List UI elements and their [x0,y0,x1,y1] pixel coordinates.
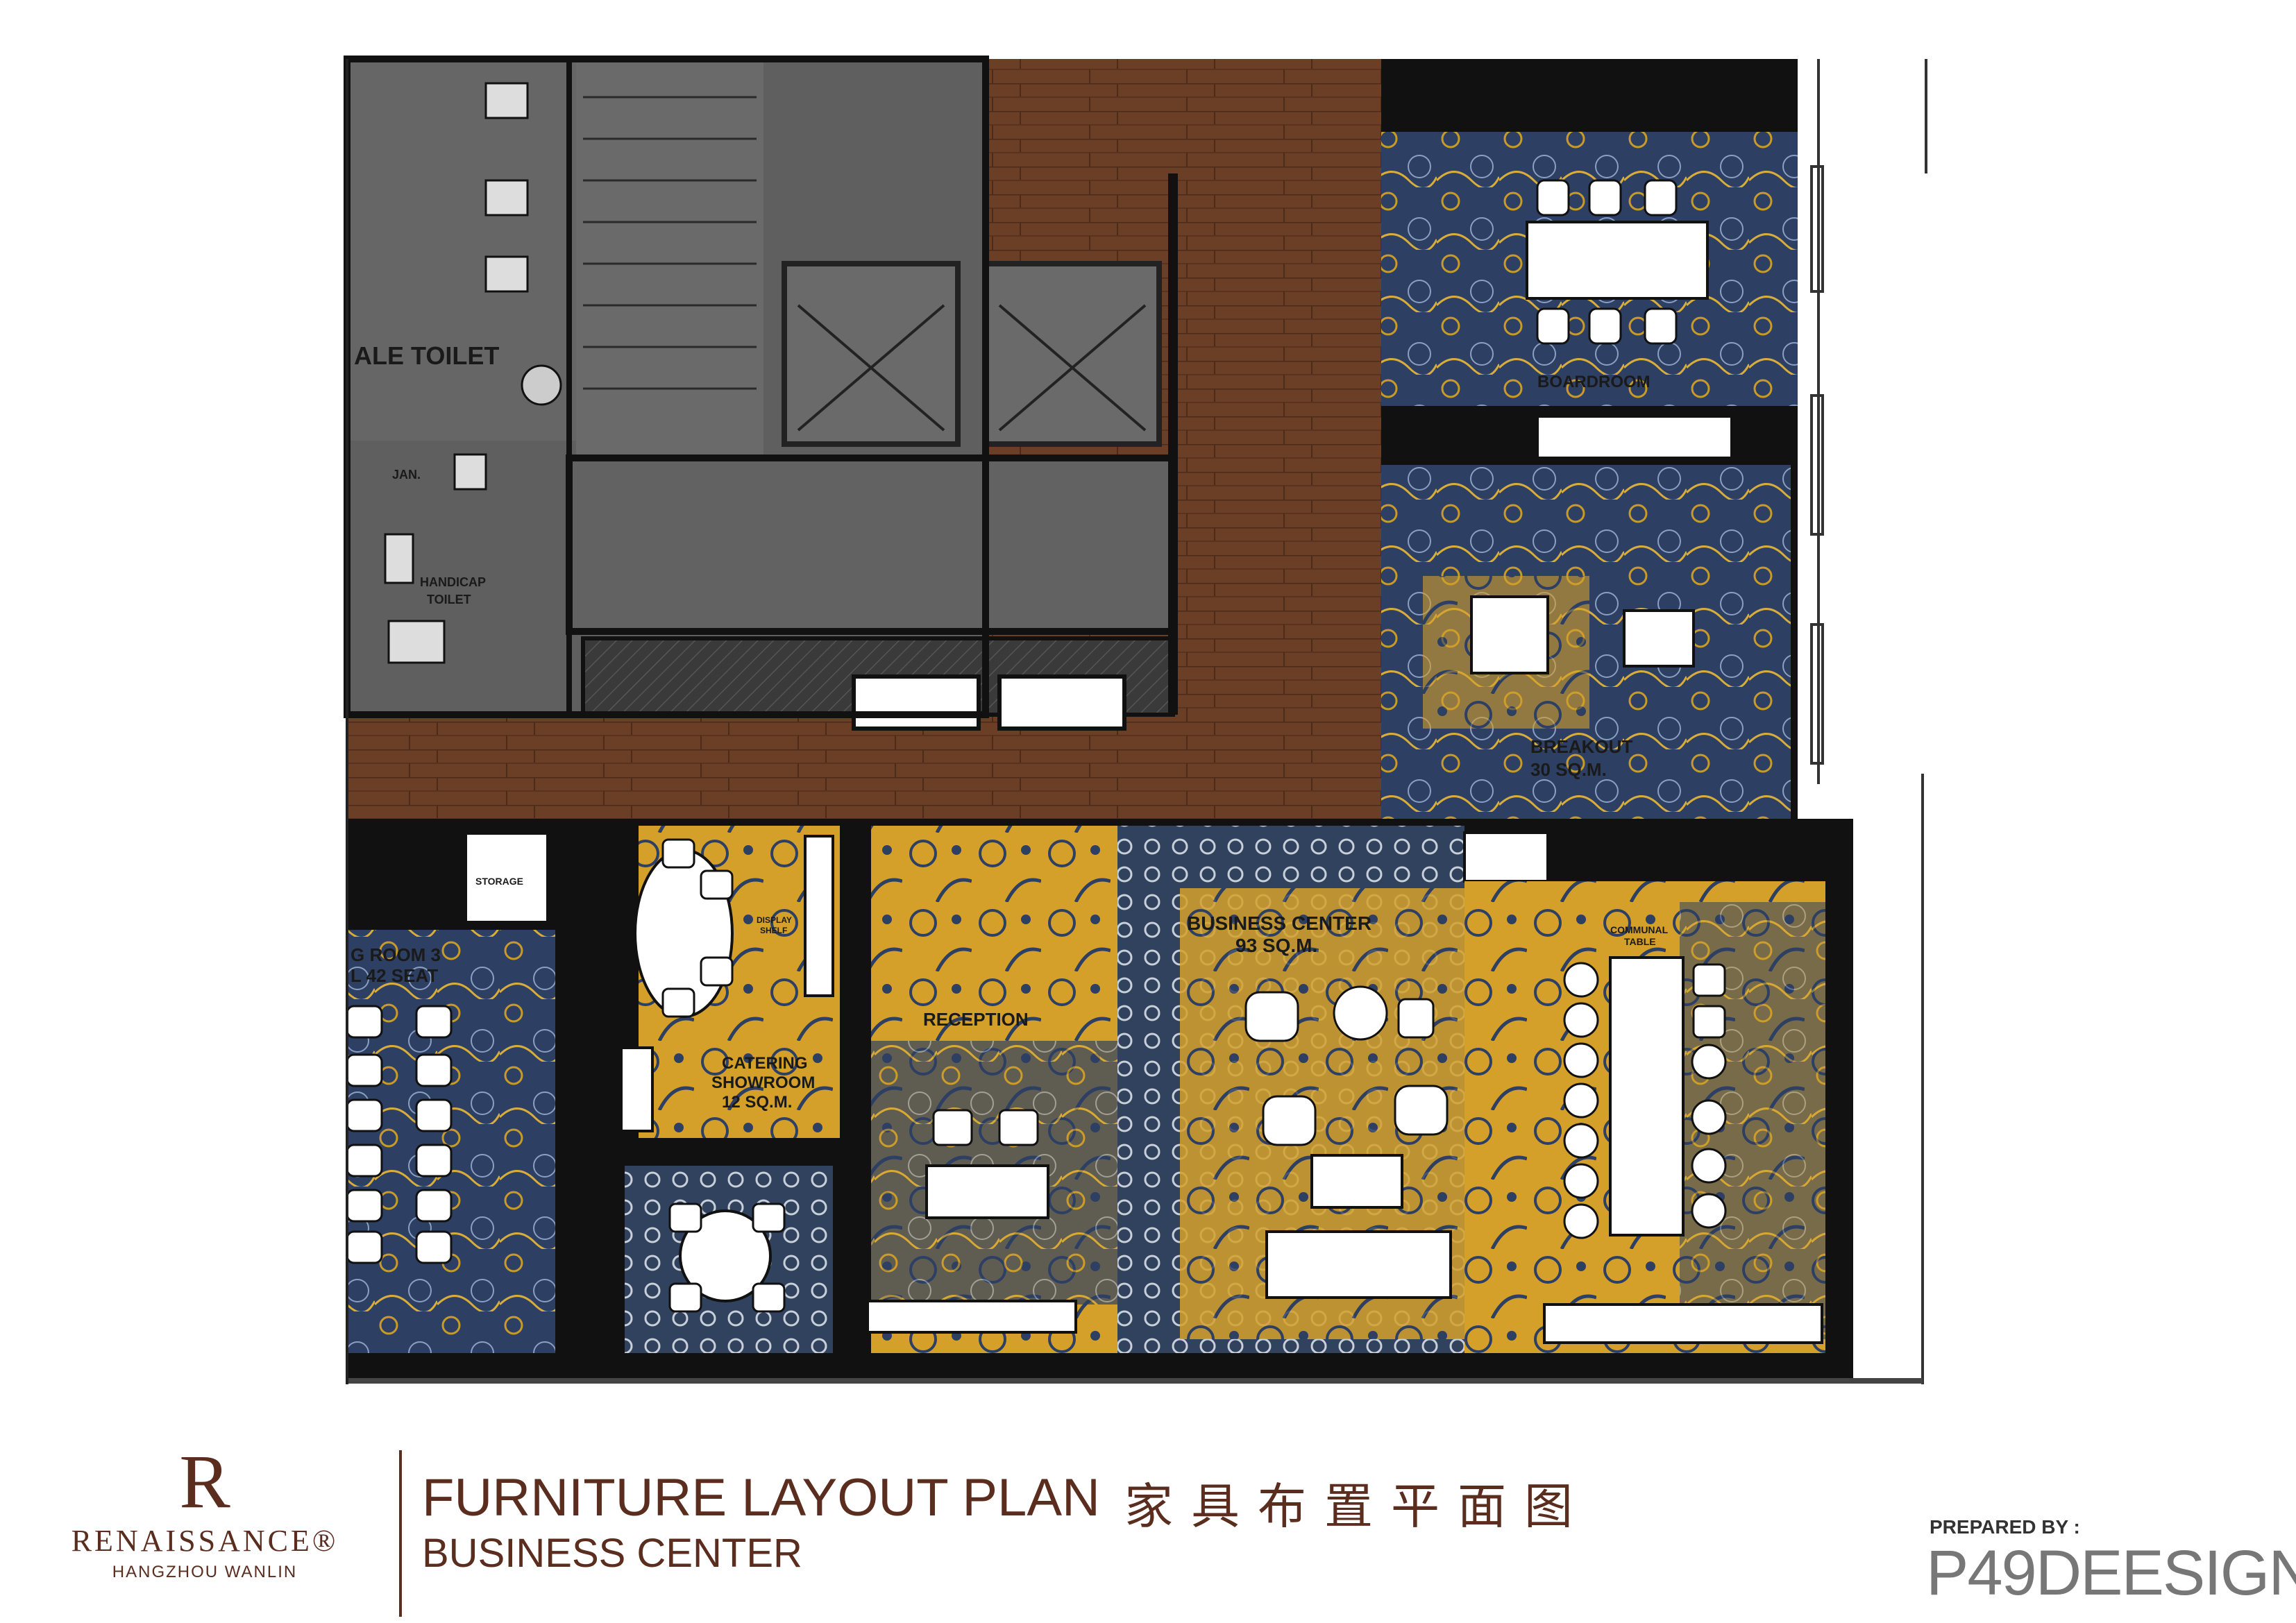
meeting-seats: L 42 SEAT [351,965,438,986]
logo-subtitle: HANGZHOU WANLIN [112,1563,298,1581]
catering-label: CATERING [722,1054,808,1073]
communal-table [1609,956,1685,1237]
display-shelf-label: DISPLAY [757,915,792,925]
small-round-table [679,1209,772,1302]
drawing-title: FURNITURE LAYOUT PLAN [422,1468,1100,1527]
wood-corridor-horizontal [347,715,1388,819]
title-divider [399,1450,402,1617]
handicap-label-2: TOILET [427,593,471,606]
facade-right [1825,874,1853,1360]
toilet-block [384,82,562,664]
communal-cabinet [1543,1303,1823,1344]
boardroom-chairs [1536,179,1678,345]
communal-stools-right [1691,963,1727,1229]
lounge-chairs [1244,985,1449,1146]
meeting-label: G ROOM 3 [351,944,441,965]
designer-brand: P49DEESIGN [1926,1538,2296,1608]
boardroom-cabinet [1536,415,1733,459]
communal-label-2: TABLE [1624,936,1656,947]
storage-room [463,831,550,925]
catering-display-shelf [804,835,834,997]
communal-label: COMMUNAL [1610,924,1669,935]
service-core [344,56,1178,731]
janitor-label: JAN. [392,468,421,482]
window-mullions [1810,59,1927,784]
boardroom-label: BOARDROOM [1537,373,1651,391]
drawing-title-cn: 家具布置平面图 [1124,1478,1591,1535]
toilet-label: ALE TOILET [354,341,499,370]
small-round-chairs [668,1203,786,1313]
breakout-table [1470,595,1549,674]
boardroom-table [1526,221,1709,300]
catering-label-2: SHOWROOM [711,1073,815,1092]
storage-label: STORAGE [475,876,523,887]
reception-chairs [932,1109,1039,1146]
catering-chairs [661,838,734,1018]
communal-stools-left [1563,962,1599,1239]
brand-logo: R RENAISSANCE® HANGZHOU WANLIN [38,1440,371,1582]
meeting-chairs [346,1005,453,1264]
reception-label: RECEPTION [923,1009,1029,1030]
breakout-bench [1623,609,1695,668]
meeting-room-carpet [347,930,555,1353]
reception-desk [925,1164,1049,1219]
prepared-by-label: PREPARED BY : [1930,1516,2080,1538]
handicap-label: HANDICAP [420,575,486,589]
catering-area: 12 SQ.M. [722,1093,792,1112]
catering-shelf-2 [620,1046,654,1132]
business-center-sofa [1265,1230,1452,1299]
drawing-subtitle: BUSINESS CENTER [422,1531,802,1576]
breakout-label: BREAKOUT [1530,736,1632,757]
reception-bench [866,1300,1077,1334]
display-shelf-label-2: SHELF [760,926,787,935]
logo-mark: R [179,1439,230,1524]
breakout-area: 30 SQ.M. [1530,759,1607,780]
logo-name: RENAISSANCE® [71,1524,339,1558]
business-center-label: BUSINESS CENTER [1187,912,1371,934]
business-center-area: 93 SQ.M. [1235,935,1317,956]
business-center-coffee-table [1310,1154,1403,1209]
